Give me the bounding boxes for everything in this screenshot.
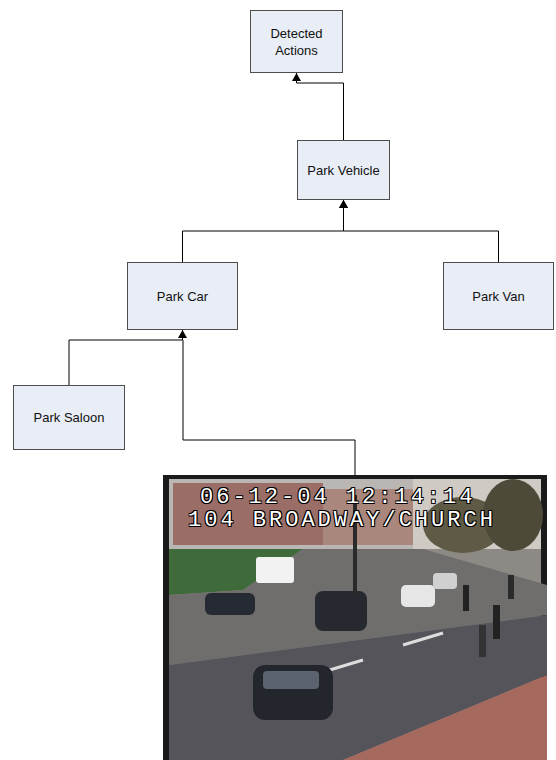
box-label: Detected Actions bbox=[257, 25, 336, 59]
arrowhead bbox=[292, 73, 301, 81]
arrowhead bbox=[178, 330, 187, 338]
text-holder: Park Van bbox=[472, 288, 525, 305]
connector-line bbox=[69, 330, 183, 385]
process-box: Park Saloon bbox=[13, 385, 125, 450]
process-box: Park Car bbox=[127, 262, 238, 330]
text-holder: Park Vehicle bbox=[307, 162, 379, 179]
text-holder: Detected Actions bbox=[257, 25, 336, 59]
camera-overlay-text: 06-12-04 12:14:14 bbox=[200, 487, 475, 509]
connector-arrow bbox=[339, 200, 499, 262]
connector-line bbox=[183, 200, 344, 262]
box-label: Park Car bbox=[157, 288, 208, 305]
connector-line bbox=[297, 73, 344, 140]
arrowhead bbox=[339, 200, 348, 208]
camera-overlay-text: 104 BROADWAY/CHURCH bbox=[188, 510, 496, 532]
process-box: Park Van bbox=[443, 262, 554, 330]
box-label: Park Van bbox=[472, 288, 525, 305]
box-label: Park Vehicle bbox=[307, 162, 379, 179]
process-box: Detected Actions bbox=[250, 10, 343, 73]
connector-arrow bbox=[292, 73, 344, 140]
process-box: Park Vehicle bbox=[297, 140, 390, 200]
text-holder: Park Saloon bbox=[34, 409, 105, 426]
arrowhead bbox=[339, 200, 348, 208]
text-holder: Park Car bbox=[157, 288, 208, 305]
connector-arrow bbox=[183, 200, 349, 262]
connector-line bbox=[344, 200, 499, 262]
box-label: Park Saloon bbox=[34, 409, 105, 426]
connector-arrow bbox=[69, 330, 187, 385]
